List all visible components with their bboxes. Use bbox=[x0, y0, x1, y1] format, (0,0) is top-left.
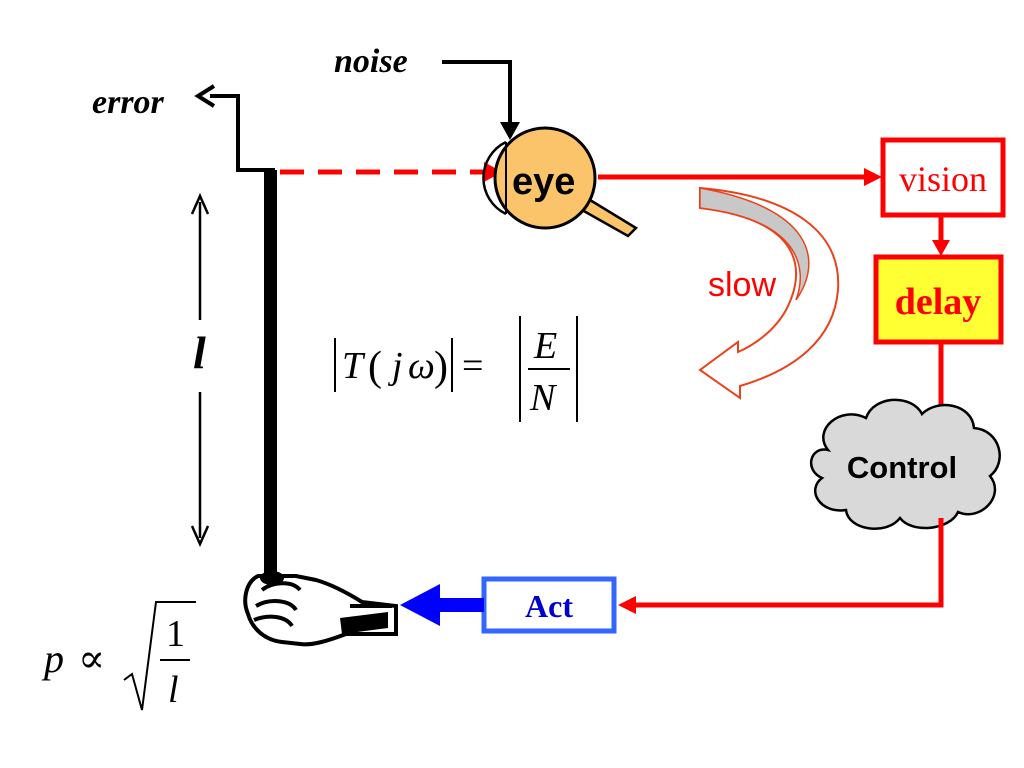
length-arrowhead-top bbox=[190, 192, 210, 215]
svg-text:ω: ω bbox=[408, 345, 435, 387]
vision-to-delay-arrowhead bbox=[932, 240, 950, 256]
length-label: l bbox=[193, 327, 206, 378]
noise-arrow bbox=[442, 60, 512, 128]
paren-close: ) bbox=[434, 344, 448, 390]
eye-icon bbox=[482, 126, 639, 238]
control-label: Control bbox=[847, 450, 957, 485]
control-to-act-line bbox=[632, 518, 944, 608]
act-box bbox=[481, 576, 617, 634]
svg-text:1: 1 bbox=[166, 613, 185, 655]
slow-label: slow bbox=[708, 266, 776, 304]
svg-text:l: l bbox=[168, 669, 179, 711]
vision-box bbox=[880, 137, 1006, 218]
control-to-act-arrowhead bbox=[618, 596, 636, 614]
svg-text:p: p bbox=[41, 636, 64, 681]
svg-text:E: E bbox=[533, 325, 557, 367]
paren-open: ( bbox=[368, 344, 382, 390]
error-label: error bbox=[92, 84, 165, 121]
vision-label: vision bbox=[899, 159, 987, 199]
sight-arrowhead bbox=[484, 162, 502, 182]
period-equation: p ∝ 1 l bbox=[41, 601, 196, 711]
svg-text:T: T bbox=[342, 345, 366, 387]
delay-label: delay bbox=[895, 281, 982, 323]
control-cloud bbox=[809, 398, 1001, 530]
error-arrowhead bbox=[194, 84, 216, 108]
svg-text:=: = bbox=[462, 345, 483, 387]
hand-icon bbox=[243, 571, 398, 647]
transfer-function-equation: T ( j ω ) = E N bbox=[334, 316, 578, 422]
eye-to-vision-arrowhead bbox=[864, 168, 882, 186]
error-arrow bbox=[210, 94, 275, 172]
length-arrowhead-bottom bbox=[190, 525, 210, 548]
pendulum-stick bbox=[264, 170, 277, 585]
act-label: Act bbox=[525, 588, 573, 624]
noise-arrowhead bbox=[500, 122, 520, 140]
svg-text:N: N bbox=[529, 377, 558, 419]
eye-label: eye bbox=[512, 161, 575, 203]
slow-curved-arrow bbox=[698, 186, 840, 400]
svg-text:∝: ∝ bbox=[78, 636, 105, 681]
noise-label: noise bbox=[334, 43, 408, 80]
svg-text:j: j bbox=[387, 345, 403, 387]
act-to-hand-line bbox=[436, 598, 484, 612]
act-to-hand-arrowhead bbox=[400, 584, 440, 626]
